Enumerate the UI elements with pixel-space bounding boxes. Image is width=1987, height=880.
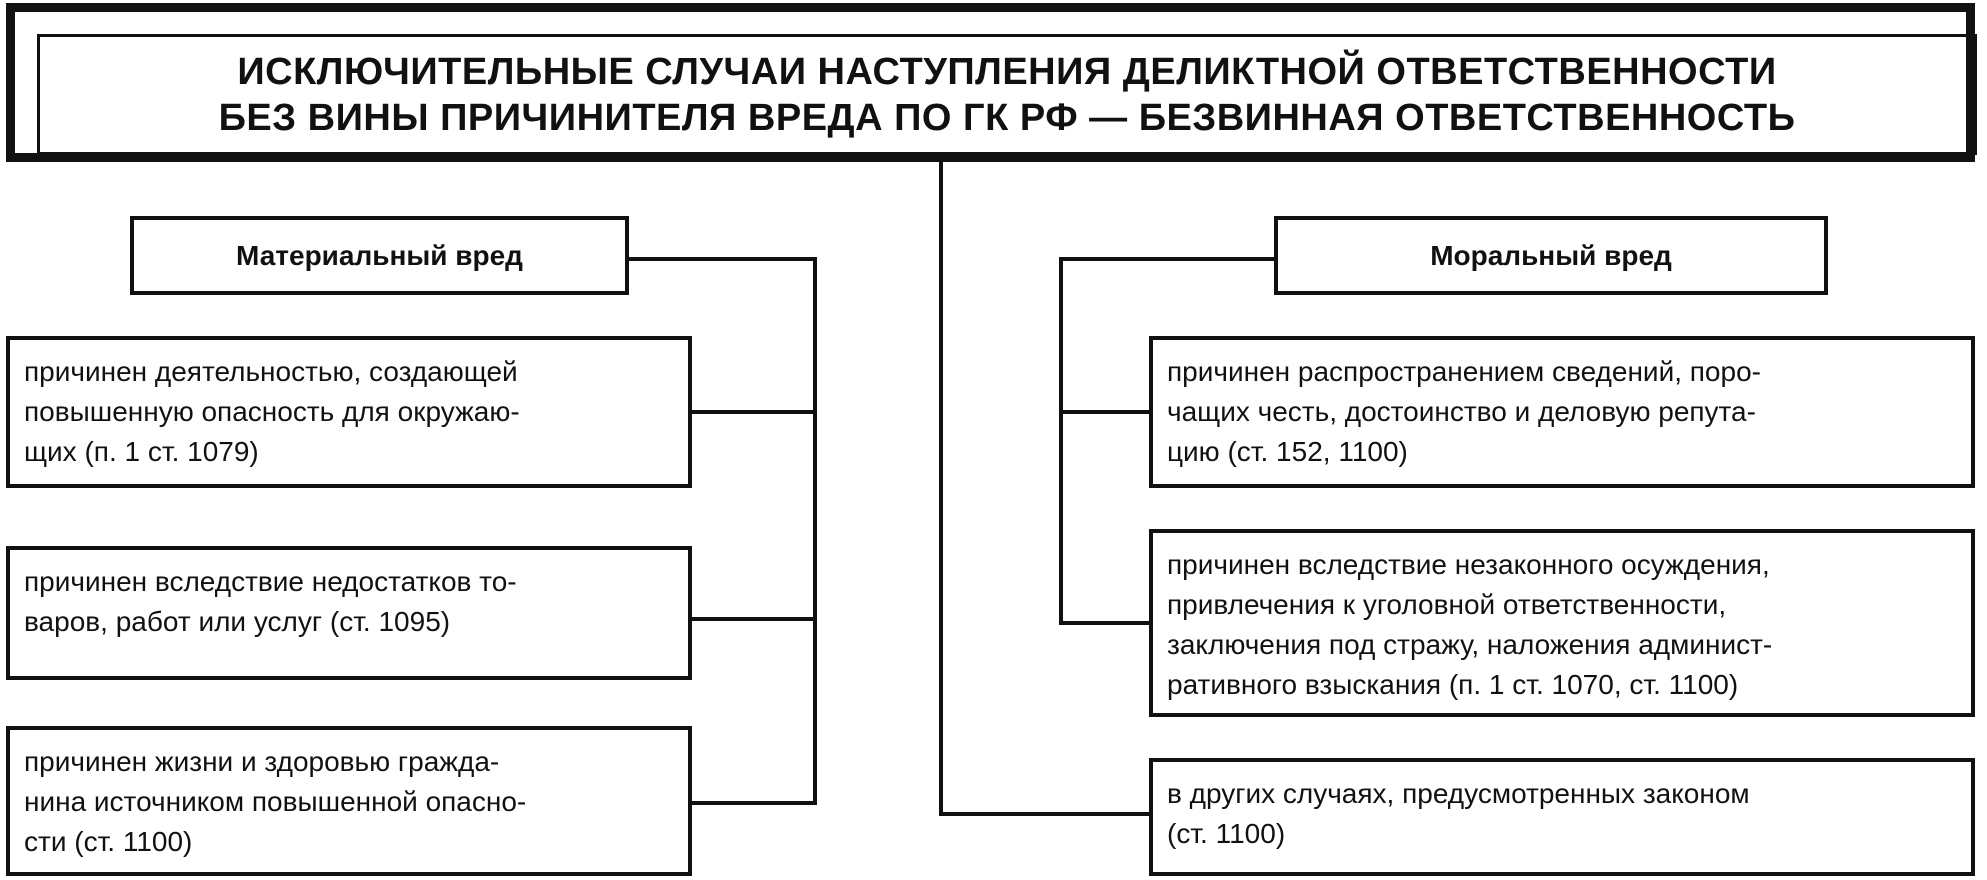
item-text-line: чащих честь, достоинство и деловую репут… — [1167, 396, 1756, 427]
connector-left-header — [629, 257, 817, 261]
item-text-line: причинен вследствие незаконного осуждени… — [1167, 549, 1770, 580]
item-text-line: нина источником повышенной опасно- — [24, 786, 527, 817]
item-text-line: причинен распространением сведений, поро… — [1167, 356, 1761, 387]
title-line-2: БЕЗ ВИНЫ ПРИЧИНИТЕЛЯ ВРЕДА ПО ГК РФ — БЕ… — [218, 96, 1796, 139]
moral-harm-item-2: причинен вследствие незаконного осуждени… — [1149, 529, 1975, 717]
connector-right-header — [1059, 257, 1274, 261]
material-harm-item-1: причинен деятельностью, создающей повыше… — [6, 336, 692, 488]
item-text-line: причинен вследствие недостатков то- — [24, 566, 517, 597]
moral-harm-header-label: Моральный вред — [1430, 239, 1672, 271]
item-text-line: ративного взыскания (п. 1 ст. 1070, ст. … — [1167, 669, 1739, 700]
item-text-line: повышенную опасность для окружаю- — [24, 396, 520, 427]
material-harm-item-2: причинен вследствие недостатков то- варо… — [6, 546, 692, 680]
item-text-line: (ст. 1100) — [1167, 818, 1286, 849]
connector-right-bus — [1059, 257, 1063, 625]
item-text-line: цию (ст. 152, 1100) — [1167, 436, 1408, 467]
title-box: ИСКЛЮЧИТЕЛЬНЫЕ СЛУЧАИ НАСТУПЛЕНИЯ ДЕЛИКТ… — [37, 34, 1977, 155]
connector-trunk — [939, 162, 943, 815]
moral-harm-item-3: в других случаях, предусмотренных законо… — [1149, 758, 1975, 876]
moral-harm-item-1: причинен распространением сведений, поро… — [1149, 336, 1975, 488]
connector-left-item-1 — [692, 410, 817, 414]
connector-left-bus — [813, 257, 817, 805]
title-frame: ИСКЛЮЧИТЕЛЬНЫЕ СЛУЧАИ НАСТУПЛЕНИЯ ДЕЛИКТ… — [6, 3, 1977, 162]
item-text-line: в других случаях, предусмотренных законо… — [1167, 778, 1750, 809]
item-text-line: привлечения к уголовной ответственности, — [1167, 589, 1727, 620]
item-text-line: щих (п. 1 ст. 1079) — [24, 436, 259, 467]
item-text-line: заключения под стражу, наложения админис… — [1167, 629, 1773, 660]
connector-left-item-2 — [692, 617, 817, 621]
material-harm-header: Материальный вред — [130, 216, 629, 295]
item-text-line: варов, работ или услуг (ст. 1095) — [24, 606, 451, 637]
connector-right-item-1 — [1059, 410, 1149, 414]
title-line-1: ИСКЛЮЧИТЕЛЬНЫЕ СЛУЧАИ НАСТУПЛЕНИЯ ДЕЛИКТ… — [237, 50, 1777, 93]
item-text-line: сти (ст. 1100) — [24, 826, 193, 857]
connector-left-item-3 — [692, 801, 817, 805]
connector-trunk-to-right-item-3 — [939, 812, 1149, 816]
moral-harm-header: Моральный вред — [1274, 216, 1828, 295]
item-text-line: причинен деятельностью, создающей — [24, 356, 518, 387]
material-harm-header-label: Материальный вред — [236, 239, 523, 271]
item-text-line: причинен жизни и здоровью гражда- — [24, 746, 500, 777]
material-harm-item-3: причинен жизни и здоровью гражда- нина и… — [6, 726, 692, 876]
connector-right-item-2 — [1059, 621, 1149, 625]
